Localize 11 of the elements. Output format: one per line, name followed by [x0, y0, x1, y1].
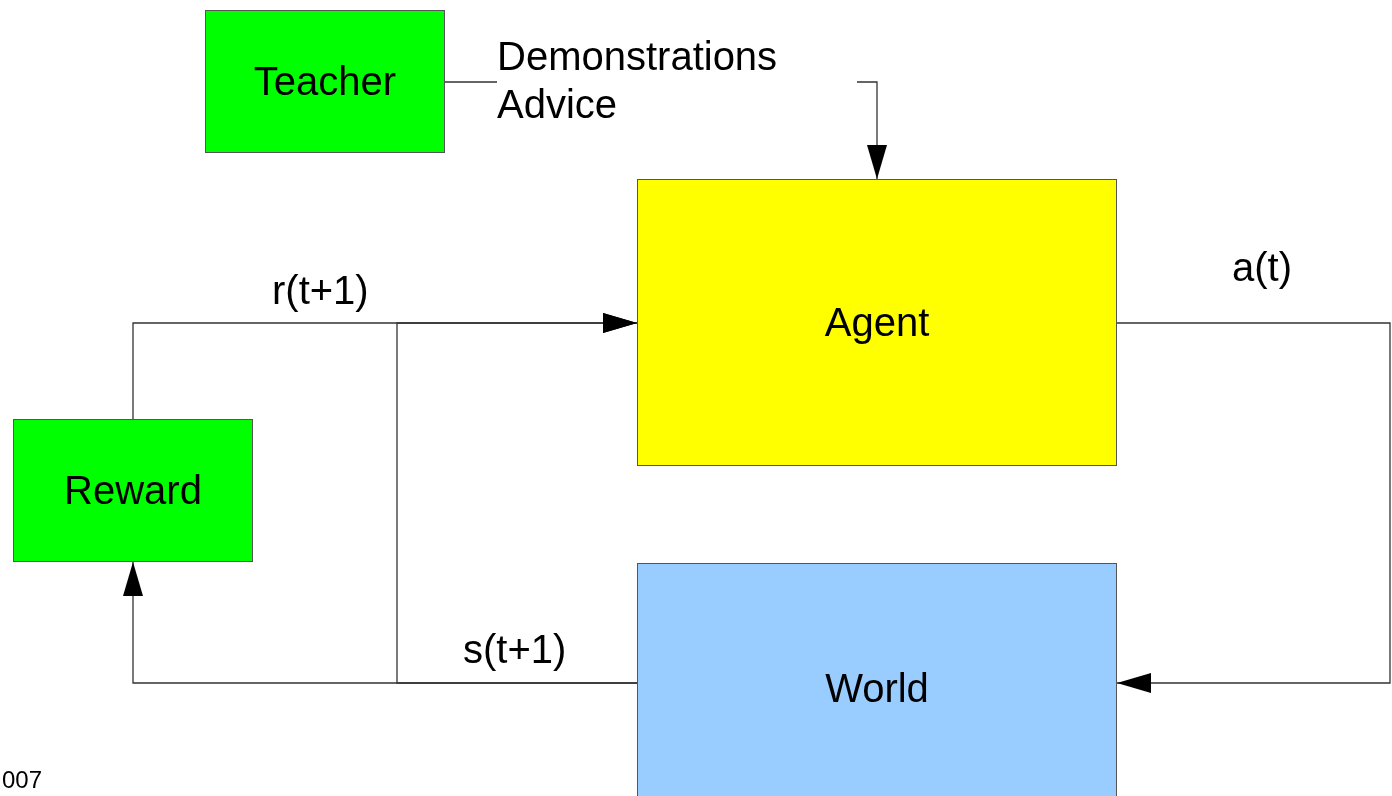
- process-box: [637, 563, 1117, 796]
- process-box: [637, 179, 1117, 466]
- process-box: [205, 10, 445, 153]
- box-label: Reward: [64, 468, 202, 513]
- note: 007: [2, 766, 43, 794]
- box-label: Agent: [824, 300, 930, 345]
- arrow: [396, 313, 638, 684]
- box-label: Teacher: [253, 59, 397, 104]
- process-box: [13, 419, 253, 562]
- box-label: World: [825, 665, 929, 711]
- arrow: [1116, 322, 1391, 693]
